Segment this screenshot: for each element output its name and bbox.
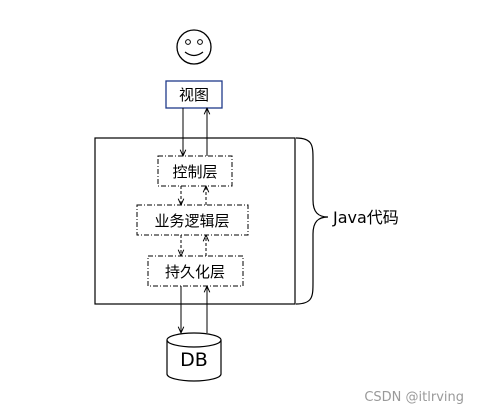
database-cylinder-icon: DB bbox=[166, 332, 222, 382]
business-layer-label: 业务逻辑层 bbox=[154, 212, 229, 230]
view-box: 视图 bbox=[165, 80, 223, 109]
control-layer-label: 控制层 bbox=[172, 163, 217, 181]
database-label: DB bbox=[180, 349, 208, 371]
persistence-layer-box: 持久化层 bbox=[147, 255, 244, 287]
business-layer-box: 业务逻辑层 bbox=[136, 204, 249, 236]
java-code-label: Java代码 bbox=[332, 208, 399, 227]
right-brace bbox=[295, 137, 329, 305]
view-label: 视图 bbox=[179, 86, 209, 104]
smiley-face-icon bbox=[176, 29, 212, 65]
watermark-text: CSDN @itlrving bbox=[364, 390, 464, 405]
persistence-layer-label: 持久化层 bbox=[165, 263, 225, 281]
control-layer-box: 控制层 bbox=[157, 155, 233, 187]
java-code-container bbox=[94, 137, 296, 305]
